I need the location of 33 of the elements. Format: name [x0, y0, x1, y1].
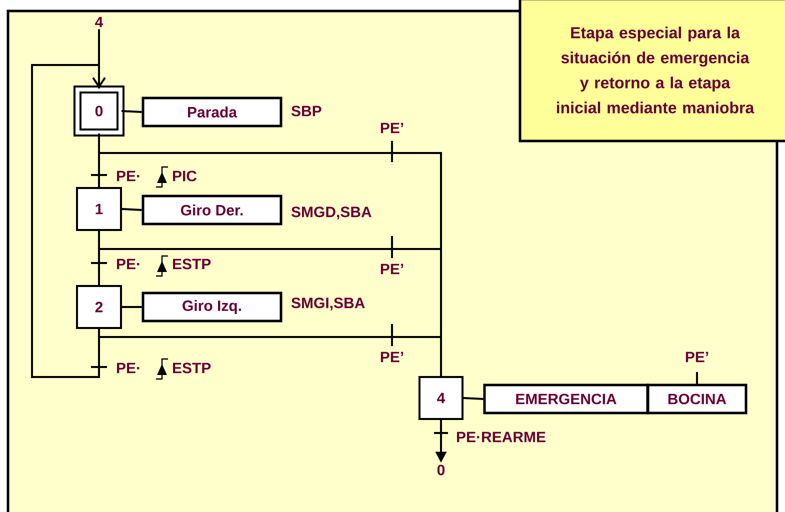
action-variable: SBP [291, 106, 322, 116]
condition-label: PE· [117, 362, 140, 374]
condition-label: PE· [117, 170, 140, 182]
step-box: 1 [76, 187, 122, 231]
action-variable: SMGD,SBA [291, 206, 372, 220]
action-variable: SMGI,SBA [291, 298, 365, 310]
action-box: Giro Izq. [142, 292, 282, 322]
condition-label: PE’ [380, 264, 404, 274]
note-box: Etapa especial para la situación de emergencia y retorno a la etapa inicial mediante maniobra [518, 0, 785, 142]
arrow [92, 29, 106, 88]
action-link [122, 306, 142, 308]
condition-label: PE·REARME [457, 432, 546, 442]
action-link [463, 397, 484, 400]
condition-label: PE’ [380, 122, 404, 134]
connector-line [31, 64, 100, 378]
action-link [121, 110, 142, 113]
connector-line [98, 329, 442, 376]
condition-label: PE’ [686, 352, 708, 362]
condition-label: PE· [117, 258, 140, 270]
action-box: Giro Der. [142, 194, 282, 226]
condition-label: ESTP [173, 258, 211, 270]
action-box: BOCINA [646, 384, 748, 414]
condition-label: PE’ [380, 352, 404, 362]
action-box: Parada [142, 96, 282, 128]
step-box: 2 [76, 285, 122, 329]
action-link [122, 208, 142, 211]
step-reference: 0 [437, 464, 445, 476]
condition-label: PIC [173, 170, 197, 182]
action-box: EMERGENCIA [483, 384, 649, 414]
initial-step-box: 0 [74, 86, 124, 136]
condition-label: ESTP [173, 362, 211, 374]
step-box: 4 [418, 376, 464, 420]
step-reference: 4 [95, 16, 104, 28]
